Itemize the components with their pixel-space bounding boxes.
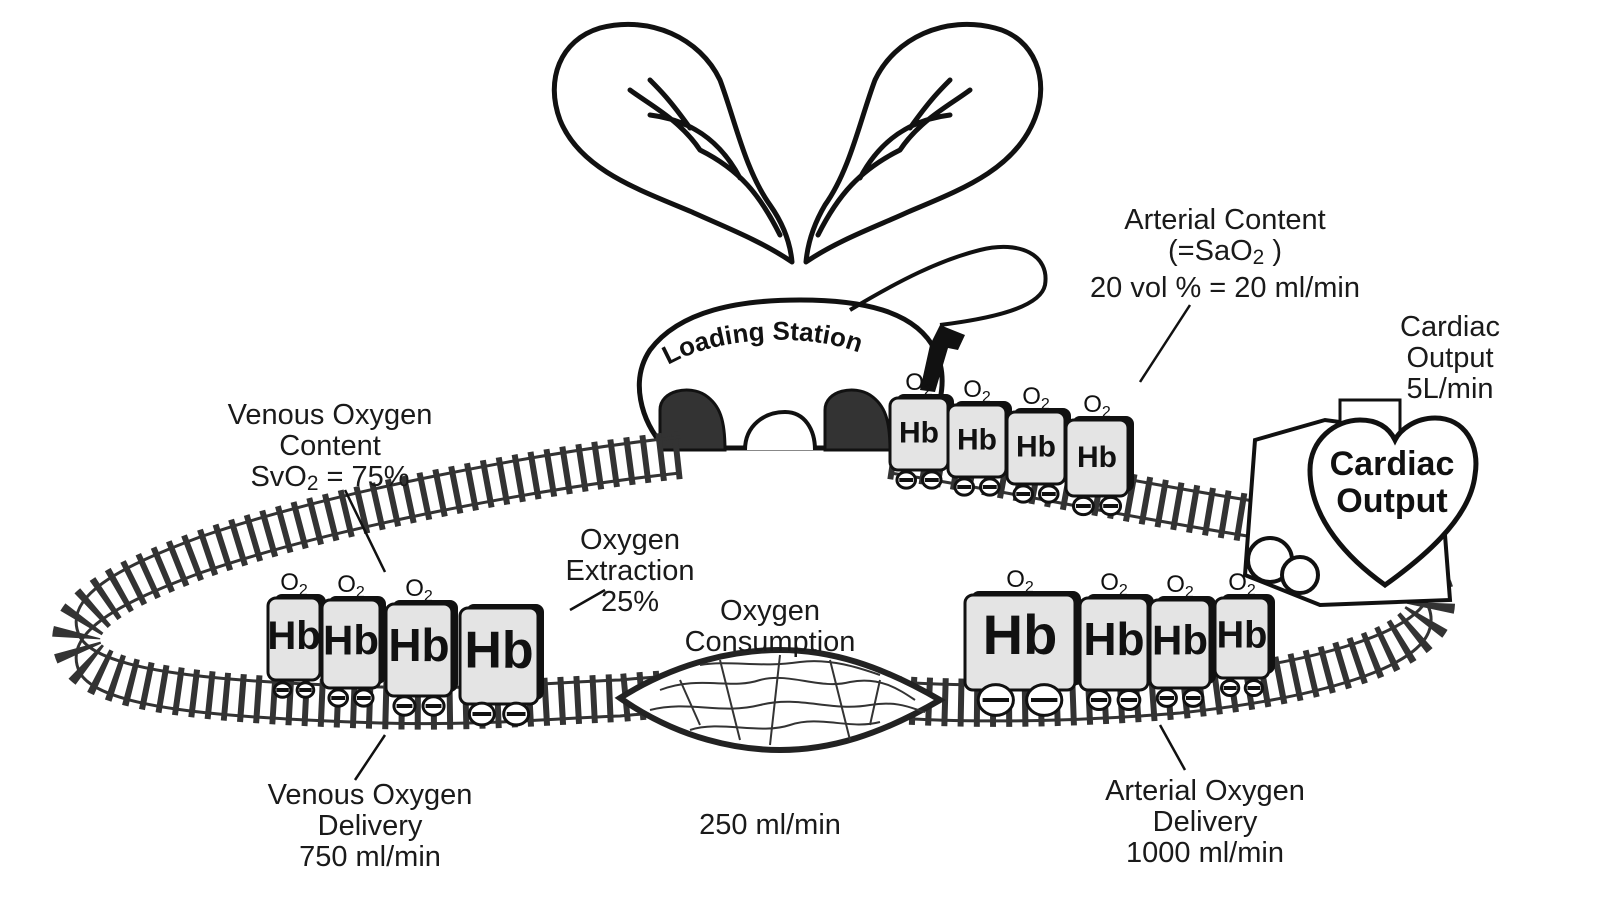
arterial-content-formula: (=SaO2 ) xyxy=(1168,235,1282,269)
car-hb-label: Hb xyxy=(1016,431,1056,464)
fuel-hose xyxy=(848,244,1048,327)
car-hb-label: Hb xyxy=(1152,617,1208,664)
car-body xyxy=(320,598,382,690)
leader-venous-content xyxy=(343,489,387,573)
car-hb-label: Hb xyxy=(267,614,320,658)
nozzle-icon xyxy=(920,325,965,392)
car-body xyxy=(384,602,454,698)
heart-icon xyxy=(1307,415,1479,589)
cardiac-output-value: 5L/min xyxy=(1406,373,1494,405)
car-hb-label: Hb xyxy=(899,417,939,450)
car-body xyxy=(266,596,322,682)
arterial-delivery-label: Arterial Oxygen Delivery 1000 ml/min xyxy=(1085,776,1325,869)
leader-arterial-content xyxy=(1138,304,1192,383)
fuel-nozzle xyxy=(848,244,1048,392)
car-hb-label: Hb xyxy=(983,603,1058,666)
right-bronchi xyxy=(815,77,973,238)
consumption-value: 250 ml/min xyxy=(699,809,841,841)
cardiac-output-label: Cardiac Output 5L/min xyxy=(1385,312,1515,405)
leader-lines xyxy=(343,304,1192,781)
o2-cargo-label: O2 xyxy=(337,571,365,601)
heart-label-line1: Cardiac xyxy=(1330,445,1455,483)
o2-cargo-label: O2 xyxy=(405,575,433,605)
right-train-car: Hb O2 xyxy=(1078,569,1154,712)
arterial-delivery-value: 1000 ml/min xyxy=(1126,837,1284,869)
capillary-outline xyxy=(614,646,946,754)
arterial-content-value: 20 vol % = 20 ml/min xyxy=(1090,271,1360,304)
leader-arterial-delivery xyxy=(1158,724,1187,771)
car-hb-label: Hb xyxy=(323,617,379,664)
o2-cargo-label: O2 xyxy=(1228,569,1256,599)
lungs xyxy=(551,21,1044,265)
car-hb-label: Hb xyxy=(1077,441,1117,474)
top-train-car: Hb O2 xyxy=(1064,391,1134,517)
top-train-car: Hb O2 xyxy=(1005,383,1071,504)
capillary-bed xyxy=(614,646,946,754)
o2-cargo-label: O2 xyxy=(1006,566,1034,596)
car-hb-label: Hb xyxy=(1083,613,1144,665)
car-body xyxy=(963,593,1077,692)
venous-content-label: Venous Oxygen Content SvO2 = 75% xyxy=(215,400,445,499)
right-lung xyxy=(803,21,1044,265)
locomotive-wheel xyxy=(1280,555,1320,595)
leader-extraction xyxy=(569,588,606,612)
left-train-car: Hb O2 xyxy=(266,569,326,699)
extraction-value: 25% xyxy=(600,586,660,618)
car-body xyxy=(1064,418,1130,498)
arterial-content-title: Arterial Content xyxy=(1124,204,1326,236)
heart-label-line2: Output xyxy=(1336,482,1447,520)
o2-cargo-label: O2 xyxy=(963,376,991,406)
o2-cargo-label: O2 xyxy=(280,569,308,599)
o2-cargo-label: O2 xyxy=(1083,391,1111,421)
car-hb-label: Hb xyxy=(388,619,449,671)
consumption-label: Oxygen Consumption xyxy=(684,595,856,658)
right-train-car: Hb O2 xyxy=(963,566,1081,717)
leader-venous-delivery xyxy=(353,734,387,781)
locomotive: Cardiac Output xyxy=(1242,398,1479,608)
top-train-car: Hb O2 xyxy=(946,376,1012,497)
car-body xyxy=(1078,596,1150,692)
station-arch-center xyxy=(743,409,817,451)
venous-content-value: SvO2 = 75% xyxy=(250,461,410,495)
o2-cargo-label: O2 xyxy=(1022,383,1050,413)
car-hb-label: Hb xyxy=(957,424,997,457)
car-body xyxy=(1213,596,1271,680)
o2-cargo-label: O2 xyxy=(1100,569,1128,599)
left-train-car: Hb O2 xyxy=(320,571,386,708)
car-body xyxy=(458,606,540,706)
arterial-content-label: Arterial Content (=SaO2 ) 20 vol % = 20 … xyxy=(1090,205,1360,304)
car-hb-label: Hb xyxy=(1217,615,1268,657)
left-train-car: Hb O2 xyxy=(384,575,458,717)
left-bronchi xyxy=(627,77,783,238)
extraction-label: Oxygen Extraction 25% xyxy=(555,525,705,618)
o2-cargo-label: O2 xyxy=(1166,571,1194,601)
venous-delivery-value: 750 ml/min xyxy=(299,841,441,873)
left-lung xyxy=(551,21,795,265)
car-body xyxy=(1148,598,1212,690)
right-train-car: Hb O2 xyxy=(1148,571,1216,708)
left-train-car: Hb xyxy=(458,604,544,727)
right-train-car: Hb O2 xyxy=(1213,569,1275,698)
venous-delivery-label: Venous Oxygen Delivery 750 ml/min xyxy=(235,780,505,873)
car-hb-label: Hb xyxy=(464,622,533,680)
